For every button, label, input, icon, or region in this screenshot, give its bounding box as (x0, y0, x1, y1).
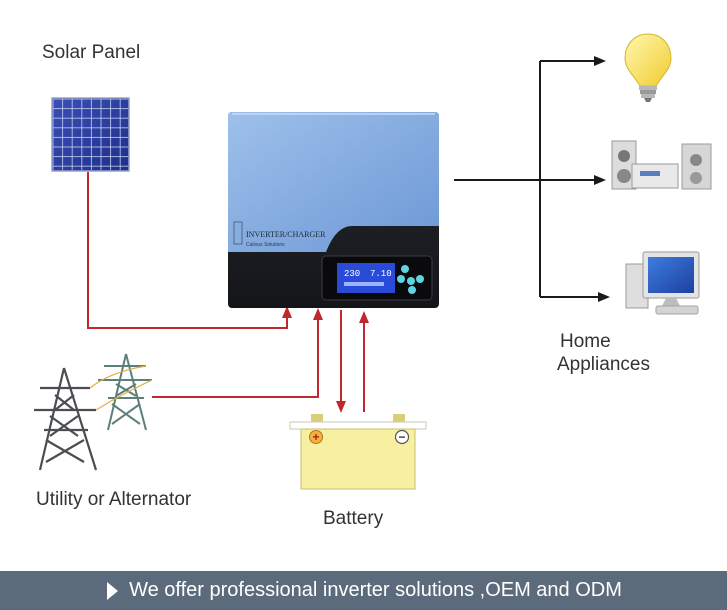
minus-sign: − (398, 430, 405, 444)
utility-label: Utility or Alternator (36, 489, 192, 510)
lcd-left-reading: 230 (344, 269, 360, 279)
solar-to-inverter-line (87, 172, 288, 329)
control-button (416, 275, 424, 283)
control-button (407, 277, 415, 285)
home-appliances-label-line-2: Appliances (557, 354, 650, 375)
battery-icon: + − (289, 414, 427, 490)
battery-label: Battery (323, 508, 384, 529)
lcd-screen (337, 263, 395, 293)
battery-down-arrowhead (336, 401, 346, 413)
control-button (397, 275, 405, 283)
plus-sign: + (312, 430, 319, 444)
inverter-icon: INVERTER/CHARGER Calious Solutions 230 7… (228, 112, 439, 308)
footer-banner: We offer professional inverter solutions… (0, 571, 727, 610)
footer-text: We offer professional inverter solutions… (129, 579, 622, 601)
control-buttons (397, 265, 424, 294)
solar-arrowhead (282, 306, 292, 318)
control-button (408, 286, 416, 294)
plus-terminal-icon (309, 430, 323, 444)
stereo-arrowhead (594, 175, 606, 185)
battery-up-arrowhead (359, 311, 369, 323)
chevron-right-icon (107, 581, 119, 600)
flow-lines (87, 56, 610, 413)
monitor-arrowhead (598, 292, 610, 302)
inverter-sub-text: Calious Solutions (246, 242, 285, 248)
lcd-right-reading: 7.10 (370, 269, 392, 279)
minus-terminal-icon (394, 429, 410, 445)
computer-monitor-icon (625, 251, 700, 315)
transmission-tower-icon (34, 353, 153, 471)
utility-arrowhead (313, 308, 323, 320)
light-bulb-icon (624, 33, 672, 102)
home-appliances-label-line-1: Home (560, 331, 611, 352)
stereo-system-icon (611, 140, 712, 190)
solar-panel-icon (51, 97, 130, 172)
utility-to-inverter-line (152, 316, 319, 398)
solar-panel-label: Solar Panel (42, 42, 141, 63)
control-button (401, 265, 409, 273)
bulb-arrowhead (594, 56, 606, 66)
inverter-brand-text: INVERTER/CHARGER (246, 230, 326, 239)
